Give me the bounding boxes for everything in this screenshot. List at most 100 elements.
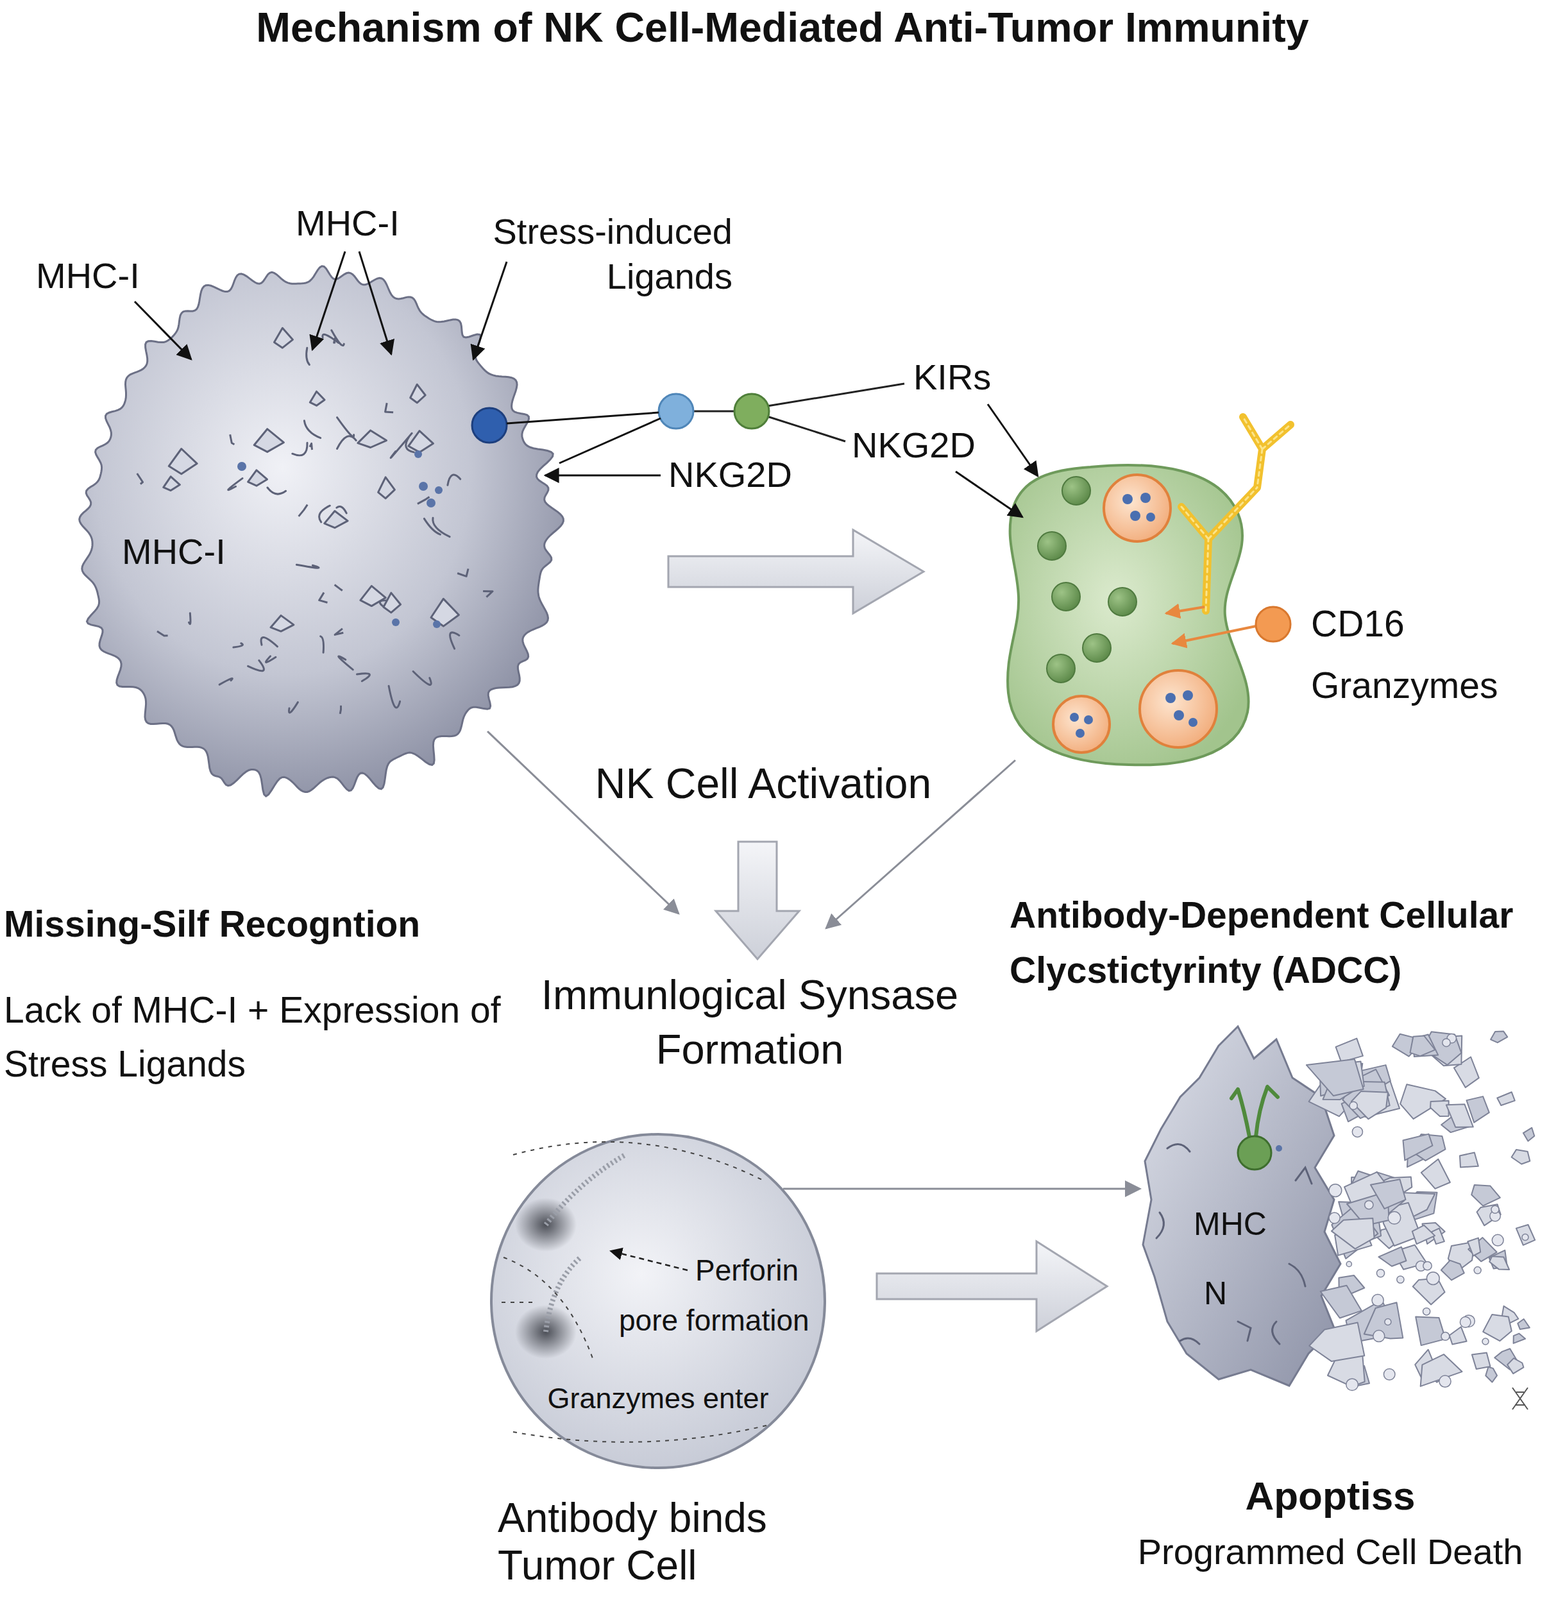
granzyme-vesicle (1139, 670, 1217, 748)
vesicle (1522, 1234, 1529, 1241)
surface-mark (233, 643, 243, 648)
bound-antibody (1231, 1086, 1278, 1137)
surface-mark (319, 592, 328, 603)
binding-line (693, 410, 735, 413)
surface-mark (1156, 1212, 1164, 1238)
surface-mark (450, 632, 460, 649)
surface-mark (447, 474, 461, 485)
mhc-molecule (253, 429, 284, 453)
arrow-head (1125, 1180, 1142, 1197)
granule (1051, 582, 1081, 611)
antibody (1181, 416, 1291, 611)
synapse-circle-outline (490, 1132, 827, 1469)
leader-line (987, 404, 1038, 476)
surface-mark (432, 517, 450, 537)
vesicle (1371, 1294, 1384, 1306)
surface-dot (434, 486, 443, 494)
vesicle (1364, 1200, 1374, 1209)
block-arrow (715, 841, 800, 959)
mhc-molecule (324, 511, 348, 528)
mhc-molecule (168, 448, 197, 474)
vesicle (1346, 1260, 1352, 1267)
cell-fragment (1403, 1133, 1433, 1161)
leader-line (767, 383, 905, 407)
dot (1165, 692, 1176, 703)
surface-dot (426, 498, 436, 508)
cell-fragment (1370, 1178, 1406, 1209)
vesicle (1346, 1378, 1359, 1391)
surface-mark (457, 568, 469, 577)
surface-mark (261, 637, 278, 647)
block-arrow-body (876, 1241, 1108, 1331)
synapse-outline (491, 1133, 825, 1468)
surface-mark (1237, 1321, 1251, 1341)
mhc-molecule (309, 391, 325, 406)
mhc-molecule (163, 476, 181, 491)
cell-fragment (1459, 1152, 1479, 1168)
cell-fragment (1331, 1218, 1375, 1249)
vesicle (1491, 1234, 1504, 1246)
mhc-molecule (383, 592, 401, 613)
callout-label: Granzymes (1311, 664, 1498, 707)
cell-fragment (1523, 1127, 1535, 1142)
surface-mark (334, 584, 343, 591)
mhc-molecule (357, 430, 387, 448)
surface-mark (1295, 1167, 1312, 1184)
cell-fragment (1415, 1316, 1446, 1346)
surface-mark (296, 564, 319, 568)
cell-fragment (1482, 1314, 1512, 1341)
leader-line (545, 474, 661, 477)
surface-mark (298, 504, 308, 517)
vesicle (1439, 1375, 1451, 1387)
cell-fragment (1497, 1091, 1515, 1106)
leader-line (506, 412, 659, 424)
surface-mark (137, 473, 144, 485)
block-arrow (668, 529, 924, 614)
surface-mark (337, 436, 357, 449)
surface-dot (237, 461, 247, 471)
surface-mark (248, 659, 265, 671)
surface-mark (339, 705, 341, 714)
mhc-molecule (378, 477, 396, 499)
vesicle (1473, 1266, 1481, 1274)
leader-line (610, 1250, 688, 1270)
vesicle (1459, 1316, 1471, 1328)
callout-label: Stress-induced Ligands (475, 209, 733, 299)
tumor-outline (79, 266, 564, 796)
cell-fragment (1471, 1184, 1501, 1206)
mhc-molecule (248, 470, 268, 486)
granzyme-vesicle (1053, 695, 1110, 753)
surface-mark (1289, 1263, 1306, 1286)
surface-mark (289, 702, 299, 713)
cell-remnant (1142, 1026, 1341, 1386)
surface-dot (418, 481, 428, 491)
callout-label: KIRs (913, 356, 991, 398)
callout-label: NKG2D (851, 424, 976, 466)
vesicle (1441, 1332, 1450, 1341)
section-body: Lack of MHC-I + Expression of Stress Lig… (3, 983, 530, 1092)
surface-mark (1272, 1321, 1280, 1344)
surface-dot (432, 620, 441, 628)
surface-mark (336, 506, 347, 513)
surface-mark (230, 434, 235, 444)
surface-mark (304, 420, 321, 439)
leader-line (559, 418, 661, 464)
cell-fragment (1507, 1357, 1524, 1374)
vesicle (1423, 1307, 1431, 1315)
step-label: Granzymes enter (547, 1381, 769, 1415)
receptor-dot (734, 393, 770, 429)
surface-mark (157, 631, 169, 636)
cell-fragment (1410, 1035, 1436, 1057)
callout-label: MHC-I (35, 255, 140, 297)
cell-label: MHC-I (121, 531, 226, 573)
leader-line (767, 416, 846, 442)
mhc-molecule (274, 327, 294, 348)
node-heading: Antibody binds Tumor Cell (497, 1494, 806, 1589)
cell-fragment (1421, 1158, 1451, 1189)
surface-mark (320, 636, 324, 653)
surface-mark (267, 487, 287, 494)
cell-fragment (1467, 1237, 1481, 1256)
cell-fragment (1430, 1100, 1449, 1117)
vesicle (1349, 1101, 1358, 1109)
tumor-cell: MHC-I (59, 251, 573, 810)
